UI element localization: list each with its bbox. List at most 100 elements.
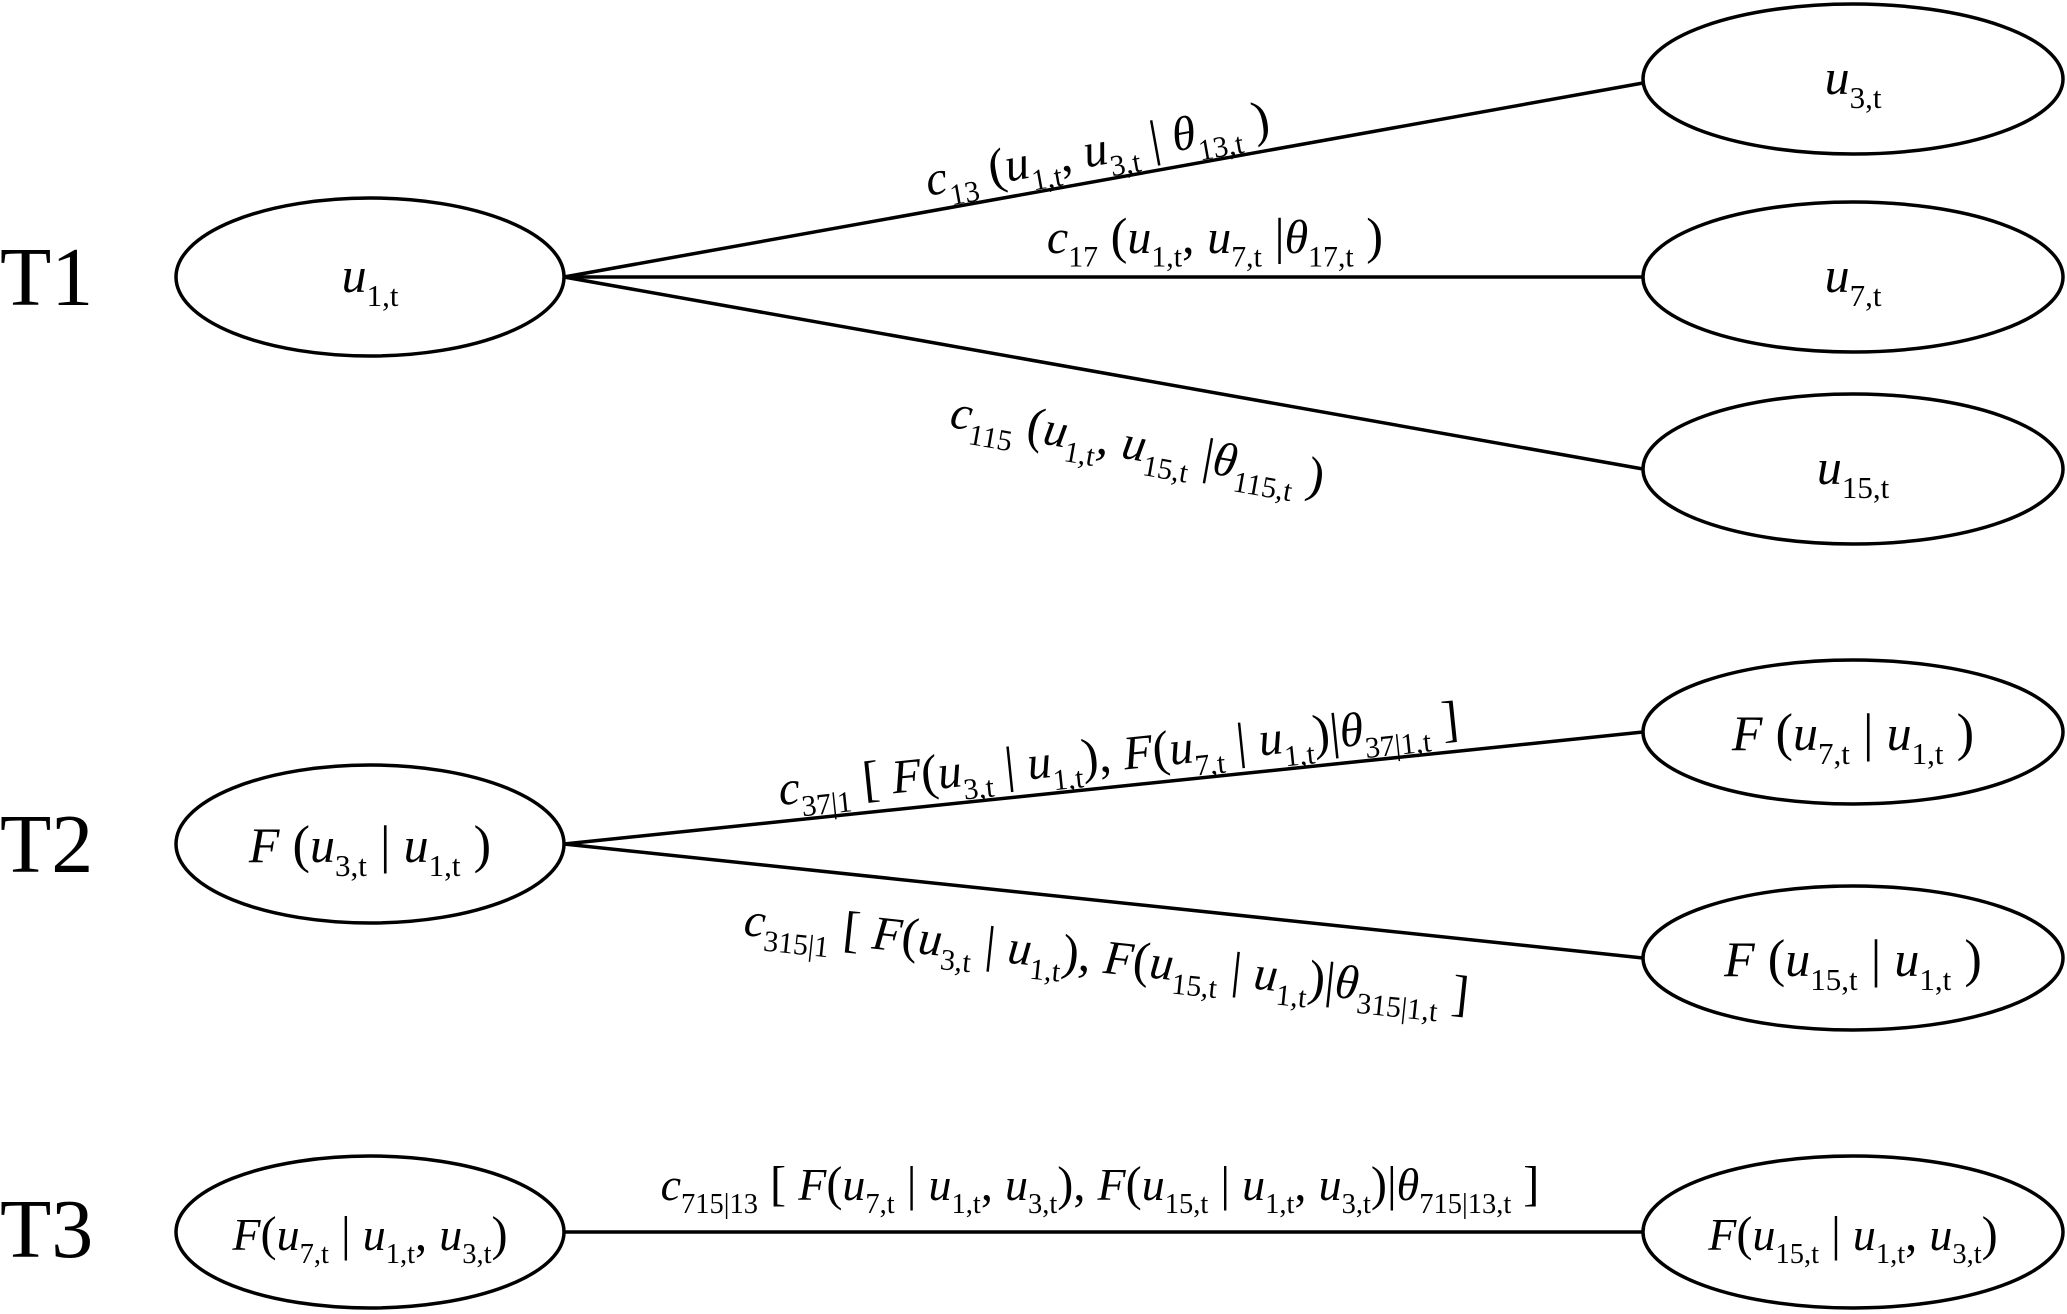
math-symbol: u <box>439 1209 462 1260</box>
math-subscript: 7,t <box>1850 278 1882 313</box>
math-symbol: F <box>1120 725 1156 781</box>
math-subscript: 1,t <box>1283 737 1318 773</box>
math-symbol: F <box>1723 931 1755 987</box>
math-symbol: | <box>1220 711 1261 770</box>
math-symbol: ( <box>1130 931 1153 988</box>
math-subscript: 1,t <box>1029 159 1066 197</box>
math-subscript: 7,t <box>1818 736 1850 771</box>
math-symbol: ( <box>918 744 940 801</box>
math-symbol: ( <box>899 907 922 964</box>
math-symbol: ] <box>1437 963 1472 1022</box>
math-subscript: 13 <box>947 174 982 212</box>
math-symbol: u <box>1853 1209 1876 1260</box>
node-label-f7-1: F (u7,t | u1,t ) <box>1731 704 1974 771</box>
math-symbol: | <box>1850 704 1887 762</box>
math-symbol: ) <box>461 816 492 874</box>
math-symbol: u <box>1825 49 1850 105</box>
math-subscript: 1,t <box>1265 1189 1294 1220</box>
math-subscript: 3,t <box>1952 1239 1981 1270</box>
math-subscript: 37|1 <box>800 785 854 823</box>
math-symbol: ) <box>1982 1208 1998 1261</box>
tree-label-t3: T3 <box>0 1183 93 1276</box>
math-symbol: [ <box>847 749 895 809</box>
math-symbol: u <box>1817 439 1842 495</box>
math-symbol: ) <box>1291 444 1330 504</box>
math-symbol: u <box>1251 947 1280 1002</box>
math-symbol: | <box>989 735 1030 794</box>
math-subscript: 15,t <box>1810 962 1858 997</box>
math-symbol: u <box>310 817 335 873</box>
node-ellipse-u3 <box>1641 2 2065 156</box>
math-subscript: 1,t <box>1912 736 1944 771</box>
node-label-f7-13: F(u7,t | u1,t, u3,t) <box>231 1208 507 1270</box>
math-symbol: u <box>1166 721 1195 776</box>
math-symbol: θ <box>1332 955 1361 1010</box>
edge-label-c315-1: c315|1 [ F(u3,t | u1,t), F(u15,t | u1,t)… <box>741 890 1472 1031</box>
tree-label-t1: T1 <box>0 231 93 324</box>
math-subscript: 715|13 <box>681 1189 758 1220</box>
tree-label-t2: T2 <box>0 798 93 891</box>
math-subscript: 3,t <box>1028 1189 1057 1220</box>
math-symbol: ( <box>1736 1208 1752 1261</box>
math-symbol: , <box>415 1208 439 1261</box>
math-subscript: 7,t <box>300 1239 329 1270</box>
math-subscript: 3,t <box>1108 145 1145 183</box>
math-symbol: u <box>342 247 367 303</box>
math-symbol: u <box>1894 931 1919 987</box>
edge-label-c37-1: c37|1 [ F(u3,t | u1,t), F(u7,t | u1,t)|θ… <box>775 690 1462 825</box>
math-subscript: 3,t <box>335 848 367 883</box>
math-symbol: ), <box>1078 725 1126 785</box>
math-symbol: u <box>1207 211 1231 264</box>
math-subscript: 115,t <box>1230 465 1295 508</box>
math-subscript: 1,t <box>952 1189 981 1220</box>
math-subscript: 1,t <box>1051 761 1086 797</box>
math-symbol: ] <box>1511 1158 1539 1211</box>
math-symbol: [ <box>758 1158 798 1211</box>
math-symbol: F <box>888 749 924 805</box>
math-symbol: u <box>1005 1159 1028 1210</box>
math-symbol: F <box>869 907 905 963</box>
math-subscript: 1,t <box>1274 978 1309 1014</box>
math-symbol: ), <box>1057 1158 1097 1211</box>
math-subscript: 3,t <box>462 1239 491 1270</box>
math-symbol: F <box>1731 705 1763 761</box>
math-symbol: u <box>1242 1159 1265 1210</box>
edge-label-c13: c13 (u1,t, u3,t | θ13,t ) <box>920 90 1275 216</box>
edge-label-c17: c17 (u1,t, u7,t |θ17,t ) <box>1047 208 1383 273</box>
math-subscript: 15,t <box>1842 470 1890 505</box>
math-symbol: u <box>1256 711 1285 766</box>
math-subscript: 13,t <box>1196 127 1247 168</box>
math-subscript: 315|1,t <box>1355 987 1440 1028</box>
math-symbol: u <box>1785 931 1810 987</box>
math-symbol: ( <box>1149 720 1171 777</box>
node-label-u1: u1,t <box>342 247 399 313</box>
math-symbol: u <box>1929 1209 1952 1260</box>
math-subscript: 15,t <box>1775 1239 1819 1270</box>
math-subscript: 37|1,t <box>1363 725 1433 765</box>
math-symbol: )| <box>1306 949 1339 1008</box>
math-symbol: θ <box>1285 211 1309 264</box>
math-subscript: 15,t <box>1140 449 1191 490</box>
math-symbol: u <box>363 1209 386 1260</box>
math-symbol: , <box>1294 1158 1318 1211</box>
math-symbol: u <box>1752 1209 1775 1260</box>
math-symbol: | <box>1262 208 1285 264</box>
node-label-u3: u3,t <box>1825 49 1882 115</box>
node-label-f15-1: F (u15,t | u1,t ) <box>1723 930 1982 997</box>
edge-t1-u1-u15 <box>563 275 1644 471</box>
math-symbol: u <box>929 1159 952 1210</box>
node-ellipse-f15-13 <box>1641 1154 2065 1310</box>
math-symbol: c <box>776 761 803 816</box>
math-symbol: F <box>248 817 280 873</box>
math-symbol: c <box>921 151 951 207</box>
math-symbol: ] <box>1426 690 1461 749</box>
math-symbol: F <box>1707 1209 1737 1260</box>
math-symbol: u <box>916 911 945 966</box>
math-symbol: | <box>895 1158 929 1211</box>
math-subscript: 1,t <box>386 1239 415 1270</box>
edge-t2-3-15 <box>563 842 1644 960</box>
math-subscript: 7,t <box>1193 747 1228 783</box>
node-label-u15: u15,t <box>1817 439 1890 505</box>
math-symbol: ), <box>1060 924 1108 984</box>
math-symbol: u <box>1887 705 1912 761</box>
